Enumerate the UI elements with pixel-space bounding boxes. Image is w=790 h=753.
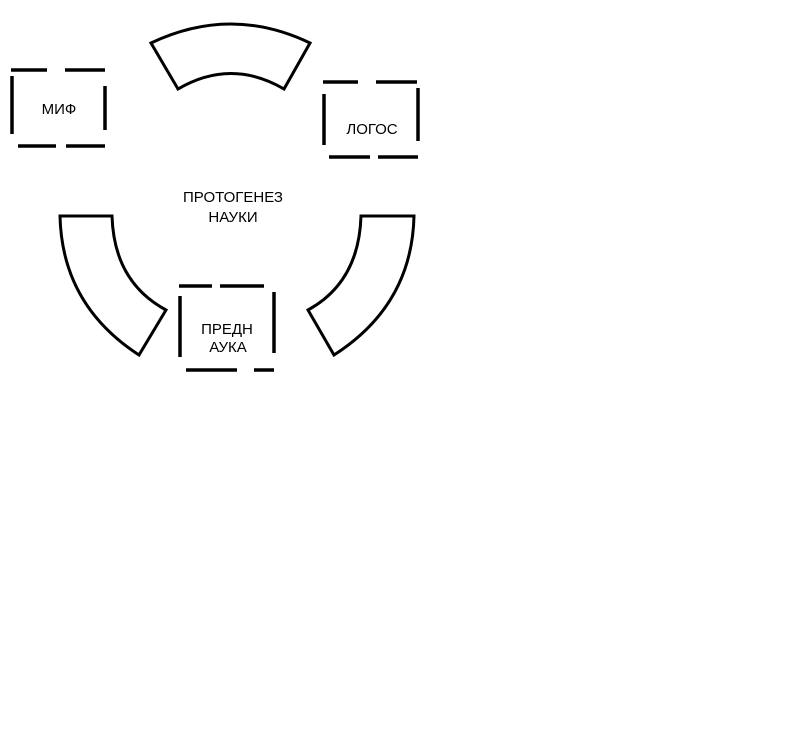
logos-box: ЛОГОС [322,80,420,159]
myth-box-border [10,68,107,148]
center-title-line1: ПРОТОГЕНЕЗ [183,189,283,206]
myth-label: МИФ [42,101,77,118]
center-title: ПРОТОГЕНЕЗ НАУКИ [183,189,283,226]
arc-segment-right [305,214,416,358]
logos-box-border [322,80,420,159]
pre-science-label-line1: ПРЕДН [201,321,253,338]
pre-science-box: ПРЕДН АУКА [178,284,276,372]
logos-label: ЛОГОС [346,121,397,138]
arc-segment-top [148,22,313,92]
center-title-line2: НАУКИ [208,209,257,226]
myth-box: МИФ [10,68,107,148]
pre-science-label-line2: АУКА [209,339,247,356]
pre-science-box-border [178,284,276,372]
arc-segment-left [58,214,169,358]
